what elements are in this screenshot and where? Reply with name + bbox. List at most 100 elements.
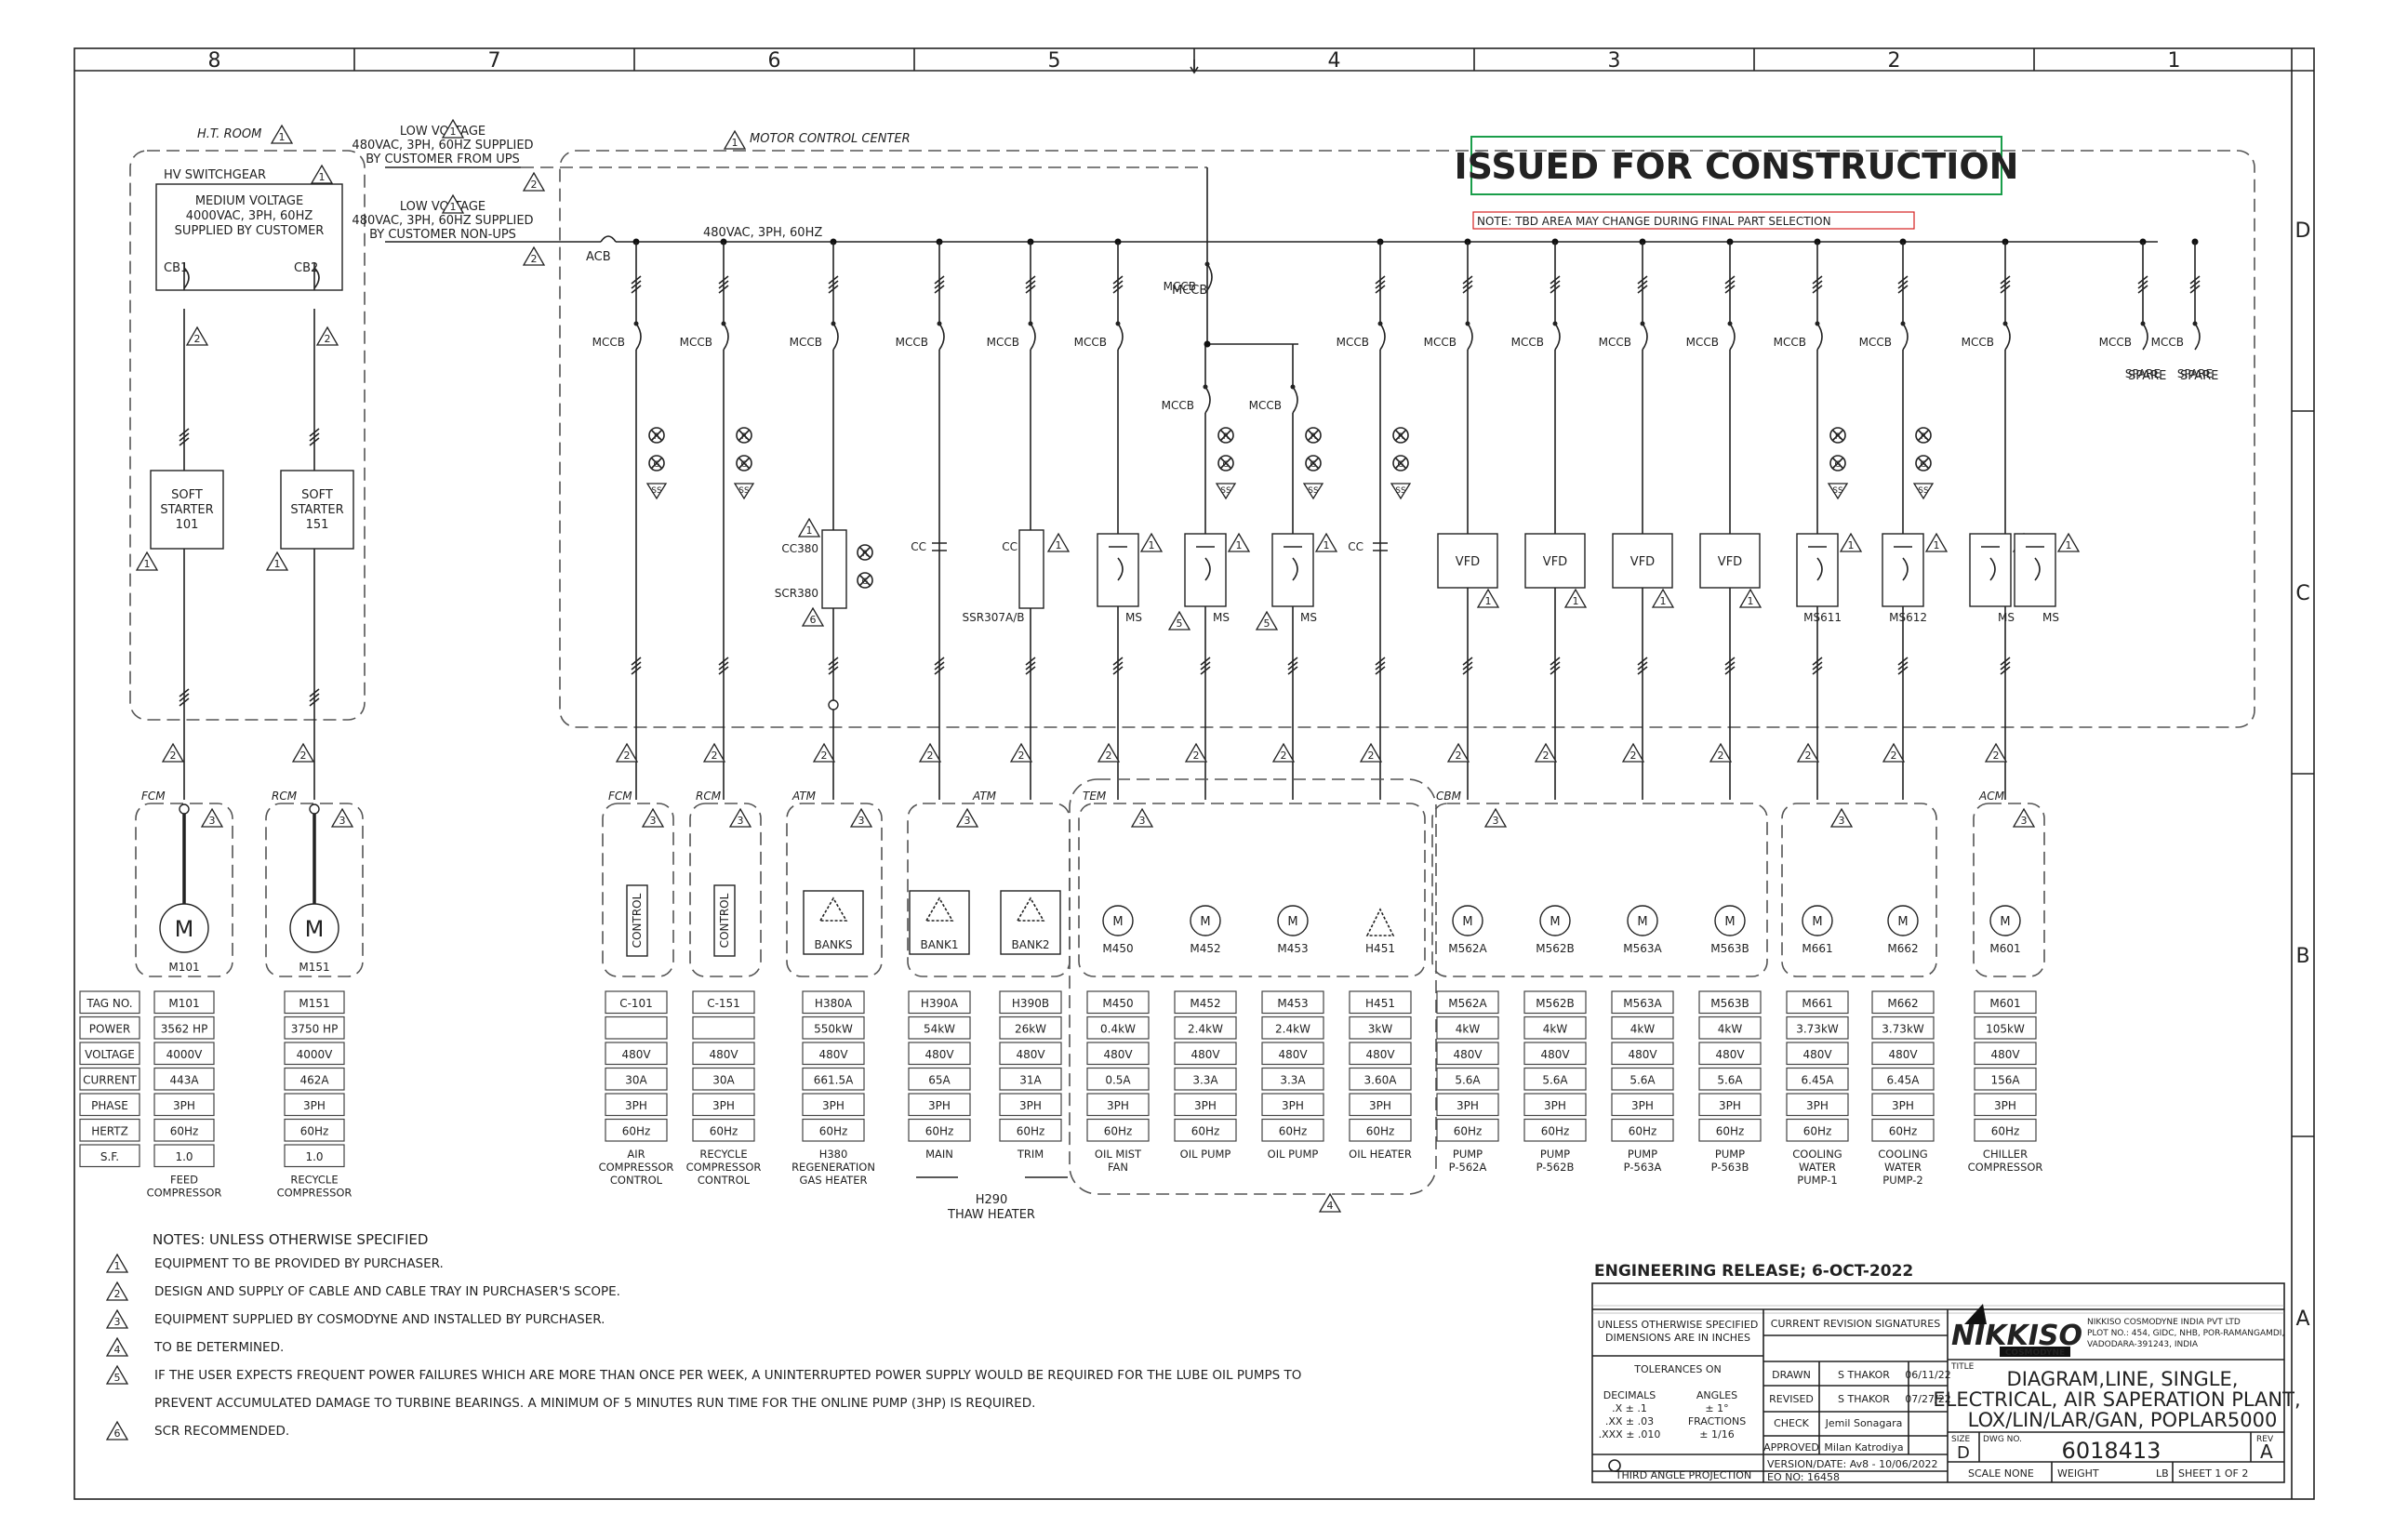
cable-tick-icon bbox=[1897, 657, 1909, 675]
load-description: CHILLER bbox=[1983, 1148, 2028, 1161]
table-cell bbox=[1436, 1016, 1499, 1040]
note-triangle-icon bbox=[291, 742, 315, 763]
note-number: 2 bbox=[531, 179, 538, 191]
table-value: 480V bbox=[621, 1048, 651, 1061]
svg-text:CURRENT REVISION SIGNATURES: CURRENT REVISION SIGNATURES bbox=[1771, 1318, 1940, 1330]
ss-label: SS bbox=[651, 486, 662, 496]
table-value: C-151 bbox=[707, 997, 740, 1010]
note-number: 1 bbox=[274, 558, 281, 570]
note-triangle-icon bbox=[441, 118, 465, 139]
note-triangle-icon bbox=[105, 1308, 129, 1329]
table-value: 156A bbox=[1990, 1074, 2020, 1087]
note-number: 4 bbox=[1327, 1200, 1334, 1212]
note-triangle-icon bbox=[1709, 742, 1733, 763]
table-value: 480V bbox=[1888, 1048, 1918, 1061]
heater-label: BANK1 bbox=[921, 938, 959, 951]
table-value: 0.5A bbox=[1105, 1074, 1131, 1087]
ms-label: MS bbox=[1998, 611, 2015, 624]
note-number: 2 bbox=[624, 750, 631, 762]
control-panel-box bbox=[713, 884, 736, 957]
load-description: P-562B bbox=[1536, 1161, 1575, 1174]
heater-bank-box bbox=[803, 890, 864, 955]
svg-text:480VAC, 3PH, 60HZ SUPPLIED: 480VAC, 3PH, 60HZ SUPPLIED bbox=[352, 214, 533, 228]
load-description: CONTROL bbox=[610, 1174, 663, 1187]
table-cell bbox=[284, 1093, 345, 1117]
table-cell bbox=[1261, 1016, 1324, 1040]
cable-tick-icon bbox=[1025, 657, 1036, 675]
svg-text:DECIMALS: DECIMALS bbox=[1603, 1389, 1656, 1401]
note-triangle-icon bbox=[1563, 588, 1588, 608]
mccb-label: MCCB bbox=[1686, 336, 1719, 349]
scr380-box bbox=[821, 529, 847, 609]
note-triangle-icon bbox=[310, 164, 334, 184]
svg-text:.XX ± .03: .XX ± .03 bbox=[1605, 1415, 1654, 1427]
hv-breaker-icon bbox=[313, 267, 320, 289]
table-cell bbox=[1261, 1118, 1324, 1142]
load-description: P-562A bbox=[1449, 1161, 1487, 1174]
table-value: 60Hz bbox=[710, 1125, 738, 1138]
zone-col-label: 3 bbox=[1608, 49, 1621, 73]
ss-label: SS bbox=[1832, 486, 1843, 496]
table-value: 3PH bbox=[1369, 1099, 1391, 1112]
mccb-label: MCCB bbox=[1074, 336, 1107, 349]
note-number: 1 bbox=[1660, 595, 1667, 607]
table-value: 60Hz bbox=[1191, 1125, 1220, 1138]
zone-col-label: 2 bbox=[1888, 49, 1901, 73]
heater-bank-box bbox=[909, 890, 970, 955]
note-number: 3 bbox=[339, 815, 346, 827]
table-cell bbox=[1086, 1042, 1150, 1066]
table-value: 661.5A bbox=[814, 1074, 854, 1087]
motor-letter: M bbox=[1550, 915, 1560, 929]
table-value: 60Hz bbox=[1104, 1125, 1133, 1138]
note-number: 3 bbox=[2021, 815, 2028, 827]
mv-line-2: 4000VAC, 3PH, 60HZ bbox=[186, 209, 313, 223]
lamp-cross-icon bbox=[1917, 457, 1930, 470]
motor-icon bbox=[1539, 905, 1571, 936]
table-value: 60Hz bbox=[170, 1125, 199, 1138]
note-triangle-icon bbox=[1359, 742, 1383, 763]
note-triangle-icon bbox=[105, 1420, 129, 1440]
motor-icon bbox=[1627, 905, 1658, 936]
lamp-letter: G bbox=[1223, 460, 1230, 470]
motor-tag: M662 bbox=[1887, 942, 1918, 955]
lamp-cross-icon bbox=[1219, 429, 1232, 442]
indicator-lamp-icon bbox=[857, 544, 873, 561]
svg-text:BY CUSTOMER FROM UPS: BY CUSTOMER FROM UPS bbox=[366, 153, 520, 166]
table-cell bbox=[1786, 1067, 1849, 1091]
lamp-letter: R bbox=[862, 550, 868, 559]
mv-line-3: SUPPLIED BY CUSTOMER bbox=[175, 224, 325, 238]
table-value: 60Hz bbox=[1366, 1125, 1395, 1138]
note-triangle-icon bbox=[2056, 532, 2081, 552]
load-description: RECYCLE bbox=[699, 1148, 747, 1161]
load-description: P-563A bbox=[1624, 1161, 1662, 1174]
lamp-cross-icon bbox=[1394, 429, 1407, 442]
table-value: M450 bbox=[1102, 997, 1133, 1010]
sign-role: DRAWN bbox=[1772, 1369, 1811, 1381]
table-value: 3PH bbox=[1892, 1099, 1914, 1112]
note-triangle-icon bbox=[105, 1281, 129, 1301]
breaker-icon bbox=[1204, 386, 1211, 414]
note-number: 2 bbox=[1993, 750, 2000, 762]
table-cell bbox=[999, 1016, 1062, 1040]
indicator-lamp-icon bbox=[1392, 455, 1409, 471]
note-number: 2 bbox=[1805, 750, 1812, 762]
note-triangle-icon bbox=[1167, 610, 1191, 631]
table-value: M151 bbox=[299, 997, 329, 1010]
motor-starter-box bbox=[1271, 533, 1314, 607]
table-cell bbox=[1786, 1118, 1849, 1142]
group-label: RCM bbox=[272, 790, 298, 803]
table-cell bbox=[1786, 990, 1849, 1015]
table-value: M452 bbox=[1190, 997, 1220, 1010]
mccb-label: MCCB bbox=[790, 336, 822, 349]
table-value: 480V bbox=[818, 1048, 848, 1061]
cable-tick-icon bbox=[1637, 657, 1648, 675]
note-number: 1 bbox=[1934, 539, 1940, 551]
note-triangle-icon bbox=[1314, 532, 1338, 552]
breaker-icon bbox=[1642, 323, 1648, 351]
cable-tick-icon bbox=[1287, 657, 1298, 675]
drawing-frame bbox=[73, 47, 2315, 1500]
drawing-title-3: LOX/LIN/LAR/GAN, POPLAR5000 bbox=[1968, 1409, 2278, 1431]
soft-start-icon bbox=[1215, 483, 1237, 500]
motor-letter: M bbox=[1112, 915, 1123, 929]
